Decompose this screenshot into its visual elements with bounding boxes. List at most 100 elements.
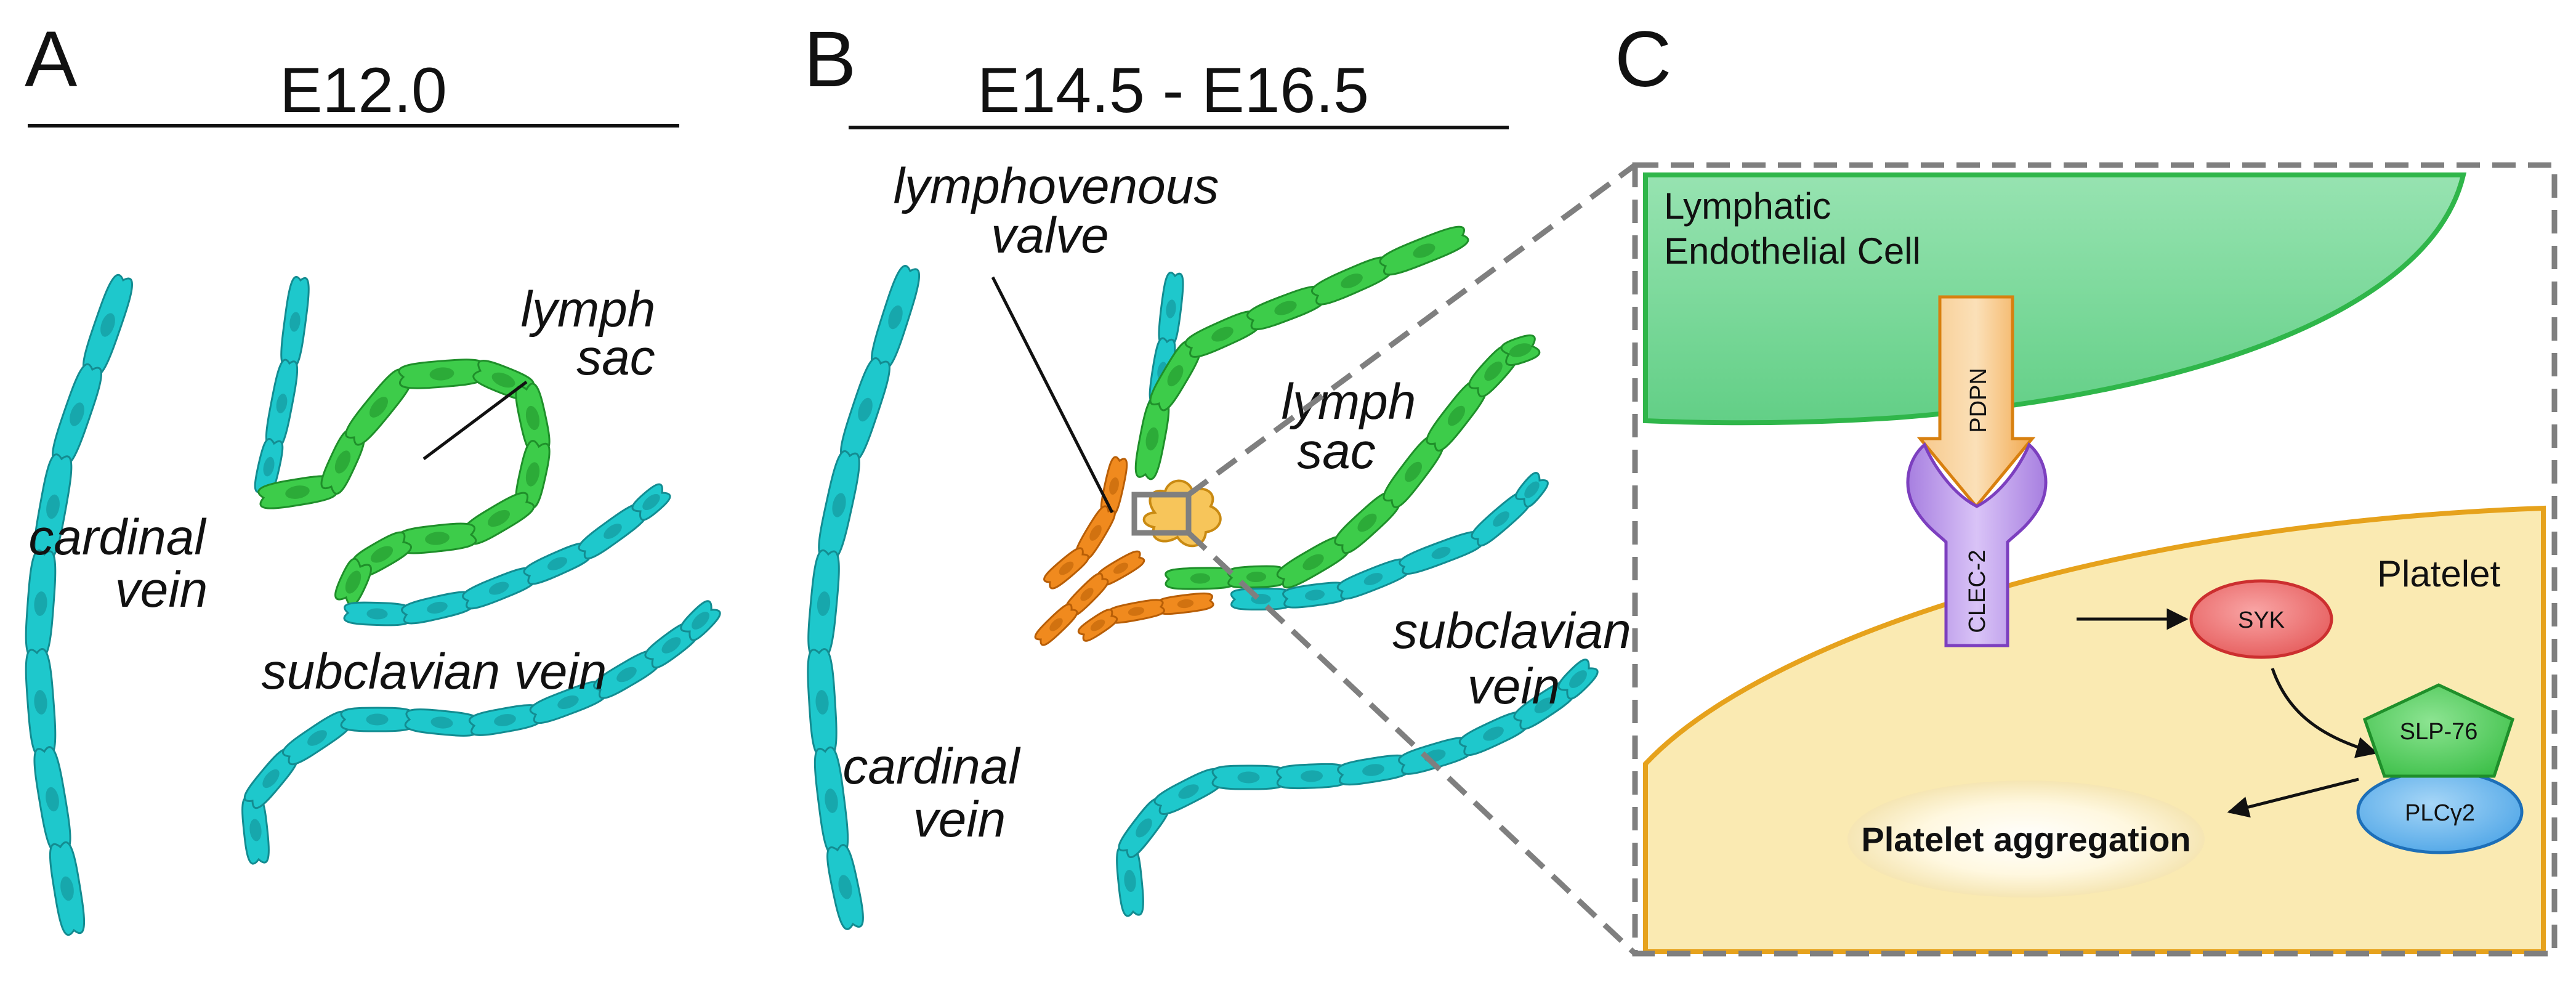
pdpn-label: PDPN [1966,368,1992,433]
subclavian-vein-nucleus [1136,818,1152,838]
lymph-sac-lower-nucleus [1484,361,1503,381]
jugular-vein-nucleus [1166,299,1176,318]
panel-a-cells [25,274,721,936]
cardinal-vein-nucleus [34,690,47,715]
panel-a: A E12.0 lymph sac cardinal vein subclavi… [25,15,721,936]
cardinal-vein-nucleus [825,788,838,813]
lymph-sac-nucleus [369,397,389,418]
panel-b-vein-label: vein [913,792,1006,848]
subclavian-vein-nucleus [661,637,681,654]
lec-label-line2: Endothelial Cell [1664,230,1921,272]
subclavian-vein-nucleus [692,612,709,630]
panel-b-sac-label: sac [1297,423,1376,479]
panel-a-lymph-label: lymph [521,282,656,338]
subclavian-vein-upper-nucleus [1524,481,1540,498]
subclavian-vein-nucleus [1178,784,1199,799]
panel-b-subclavian-vein-label: vein [1468,659,1560,715]
subclavian-vein-upper-nucleus [427,601,448,614]
valve-leaflet-nucleus [1090,619,1105,631]
subclavian-vein-nucleus [1300,770,1323,782]
subclavian-vein-upper-nucleus [488,582,509,595]
panel-b-lymph-label: lymph [1282,374,1416,430]
cardinal-vein-nucleus [100,313,115,337]
lec-cell [1643,172,2467,426]
subclavian-vein-nucleus [262,769,280,788]
panel-b-valve-label: valve [991,208,1108,264]
panel-a-sac-label: sac [576,330,655,386]
panel-a-lymph-sac-pointer [422,380,528,461]
complex-to-aggregation-arrow [2227,777,2359,818]
panel-b-lymphovenous-label: lymphovenous [894,158,1219,214]
panel-a-subclavian-label: subclavian vein [262,644,607,700]
cardinal-vein-nucleus [60,876,74,901]
panel-c: C Lymphatic Endothelial Cell Platelet PD… [1186,15,2558,957]
subclavian-vein-upper-nucleus [604,524,622,539]
lymph-sac-nucleus [525,405,540,431]
panel-b-platelet-cluster [1142,479,1222,548]
valve-leaflet-nucleus [1177,599,1194,609]
cardinal-vein-nucleus [46,494,60,519]
subclavian-vein-nucleus [1124,870,1136,892]
zoom-guide-bottom [1186,530,1637,956]
clec2-label: CLEC-2 [1964,549,1990,633]
lymph-sac-upper-nucleus [1211,326,1233,342]
cardinal-vein-nucleus [832,493,846,517]
valve-leaflet-nucleus [1059,561,1074,575]
subclavian-vein-nucleus [1362,764,1384,776]
platelet-label: Platelet [2377,553,2500,594]
subclavian-vein-nucleus [1237,771,1260,784]
lymph-sac-upper-nucleus [1167,365,1184,387]
panel-b-valve-pointer [991,276,1114,514]
lymph-sac-base-nucleus [1246,571,1267,583]
subclavian-vein-upper-nucleus [642,493,660,511]
subclavian-vein-nucleus [430,716,453,729]
lymph-sac-nucleus [491,372,515,388]
panel-a-letter: A [25,15,78,103]
subclavian-vein-nucleus [307,730,327,746]
jugular-vein-nucleus [276,394,288,413]
panel-b-letter: B [804,15,856,103]
subclavian-vein-nucleus [494,714,516,726]
subclavian-vein-upper-nucleus [366,608,388,620]
subclavian-vein-nucleus [1569,670,1587,688]
subclavian-vein-nucleus [1483,726,1504,741]
jugular-vein-nucleus [289,312,301,332]
lymph-sac-upper-nucleus [1145,427,1159,451]
lymph-sac-nucleus [488,509,510,527]
panel-b-cells [807,225,1599,930]
lymph-sac-base-nucleus [1190,573,1211,584]
slp76-label: SLP-76 [2400,719,2478,745]
lymph-sac-lower-nucleus [1357,513,1377,532]
lymph-sac-nucleus [334,450,351,474]
panel-b-subclavian-label: subclavian [1392,603,1631,659]
clec2-receptor [1906,442,2048,647]
subclavian-vein-nucleus [249,819,262,841]
lymph-sac-nucleus [345,570,361,594]
subclavian-vein-nucleus [557,695,579,709]
cardinal-vein-nucleus [34,591,47,616]
lymph-sac-lower-nucleus [1509,343,1532,357]
lymph-sac-nucleus [285,485,310,499]
lymph-sac-nucleus [425,532,450,545]
platelet-aggregation-node [1847,780,2205,898]
lymph-sac-upper-nucleus [1341,274,1363,288]
valve-leaflet-nucleus [1109,477,1119,495]
valve-leaflet-nucleus [1113,562,1129,574]
lymph-sac-nucleus [429,367,454,381]
subclavian-vein-upper-nucleus [1493,511,1509,527]
cardinal-vein-nucleus [817,591,831,616]
plcg2-label: PLCγ2 [2405,800,2475,826]
subclavian-vein-upper-nucleus [1304,590,1325,601]
subclavian-vein-upper-nucleus [547,557,568,570]
lymph-sac-upper-nucleus [1274,301,1297,315]
jugular-vein-nucleus [263,456,275,477]
valve-leaflet-nucleus [1049,618,1063,631]
valve-leaflet-nucleus [1128,607,1145,616]
cardinal-vein-nucleus [858,397,873,422]
lymph-sac-nucleus [370,546,394,563]
subclavian-vein-upper-nucleus [1363,573,1383,585]
panel-b-stage: E14.5 - E16.5 [977,55,1369,126]
syk-node [2189,579,2333,659]
syk-label: SYK [2238,607,2285,633]
